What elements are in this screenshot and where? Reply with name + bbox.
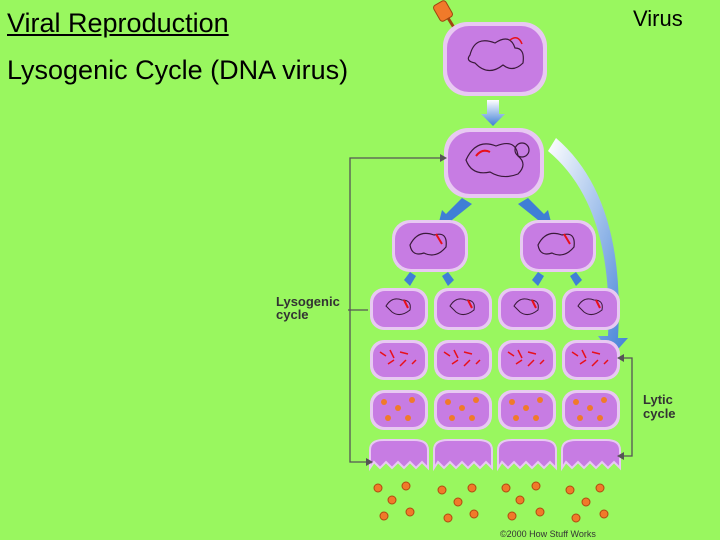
lysogenic-label-line1: Lysogenic (276, 294, 340, 309)
lysogenic-label-line2: cycle (276, 307, 309, 322)
bracket-arrow-top (440, 154, 447, 162)
arrow-small-3 (532, 272, 544, 286)
lytic-arrow-head-2 (617, 452, 624, 460)
lysogenic-row (370, 288, 620, 330)
slide-subtitle: Lysogenic Cycle (DNA virus) (7, 55, 349, 85)
replication-row (370, 340, 620, 380)
released-viruses (373, 481, 609, 523)
host-cell-initial (443, 22, 547, 96)
virus-label: Virus (633, 6, 683, 31)
lysis-row (369, 439, 621, 472)
host-cell-daughter-left (392, 220, 468, 272)
arrow-small-4 (570, 272, 582, 286)
lysogenic-bracket (348, 157, 440, 463)
arrow-small-1 (404, 272, 416, 286)
arrow-split-left (438, 198, 472, 226)
arrow-split-right (518, 198, 552, 226)
assembly-row (370, 390, 620, 430)
arrow-down-1 (481, 100, 505, 126)
slide-title: Viral Reproduction (7, 8, 229, 38)
lytic-bracket (622, 357, 633, 457)
lytic-label-line2: cycle (643, 406, 676, 421)
host-cell-daughter-right (520, 220, 596, 272)
arrow-small-2 (442, 272, 454, 286)
host-cell-integrated (444, 128, 544, 198)
lytic-arrow (548, 138, 628, 356)
credit: ©2000 How Stuff Works (500, 529, 596, 539)
lytic-arrow-head-1 (617, 354, 624, 362)
bracket-arrow-bottom (366, 458, 373, 466)
lytic-label-line1: Lytic (643, 392, 673, 407)
